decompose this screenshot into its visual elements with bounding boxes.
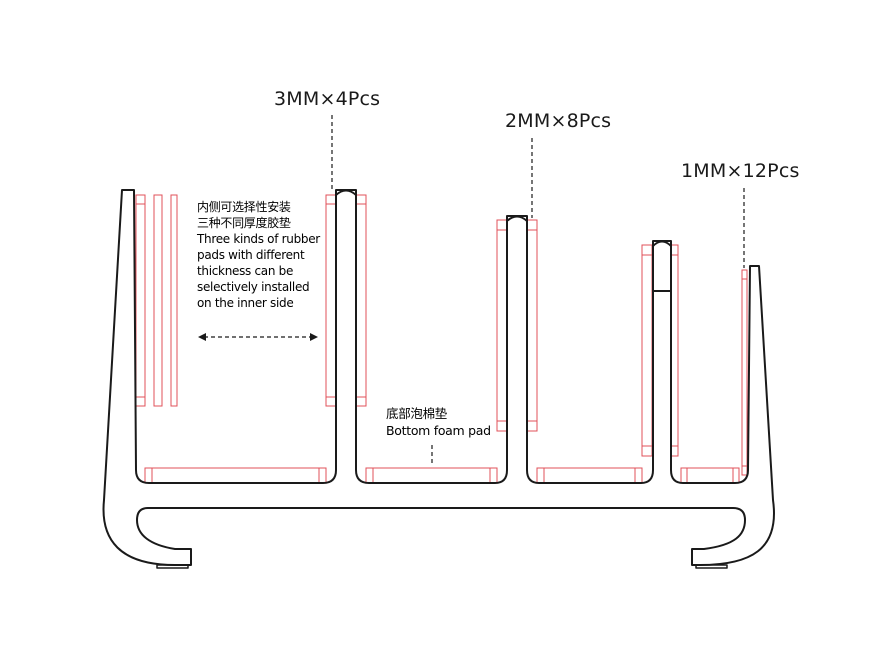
label-3mm-x4pcs: 3MM×4Pcs <box>274 88 381 110</box>
post-cap-3 <box>652 240 672 247</box>
label-1mm-x12pcs: 1MM×12Pcs <box>681 160 800 182</box>
pad-3mm-right <box>355 194 367 407</box>
pad-2mm-right <box>526 219 538 432</box>
post-cap-1 <box>335 189 357 196</box>
post-cap-2 <box>506 215 528 222</box>
note-line-2: 三种不同厚度胶垫 <box>197 216 291 230</box>
right-foot <box>695 564 728 569</box>
note-line-1: 内侧可选择性安装 <box>197 200 291 214</box>
inner-pad-note: 内侧可选择性安装 三种不同厚度胶垫 Three kinds of rubber … <box>197 199 320 311</box>
pad-right-post-right <box>670 244 679 457</box>
pad-2mm-left <box>496 219 508 432</box>
note-line-5: thickness can be <box>197 264 294 278</box>
pad-3mm-left <box>325 194 337 407</box>
arrow-left-head <box>198 333 206 341</box>
left-foot <box>156 564 189 569</box>
note-line-3: Three kinds of rubber <box>197 232 320 246</box>
pad-right-post-left <box>641 244 653 457</box>
foam-line-1: 底部泡棉垫 <box>386 406 448 421</box>
foam-line-2: Bottom foam pad <box>386 423 491 438</box>
note-line-7: on the inner side <box>197 296 294 310</box>
note-line-6: selectively installed <box>197 280 310 294</box>
foam-pad-slot-2 <box>365 467 498 484</box>
arrow-right-head <box>310 333 318 341</box>
label-2mm-x8pcs: 2MM×8Pcs <box>505 110 612 132</box>
foam-pad-slot-4 <box>680 467 740 484</box>
stand-outline <box>102 189 775 566</box>
pad-left-slot-2 <box>153 194 163 407</box>
bottom-foam-note: 底部泡棉垫 Bottom foam pad <box>386 405 491 439</box>
foam-pad-slot-3 <box>536 467 643 484</box>
pad-left-slot-outer <box>135 194 146 407</box>
foam-pad-slot-1 <box>144 467 327 484</box>
pad-1mm <box>741 269 748 476</box>
note-line-4: pads with different <box>197 248 305 262</box>
pad-left-slot-3 <box>170 194 178 407</box>
